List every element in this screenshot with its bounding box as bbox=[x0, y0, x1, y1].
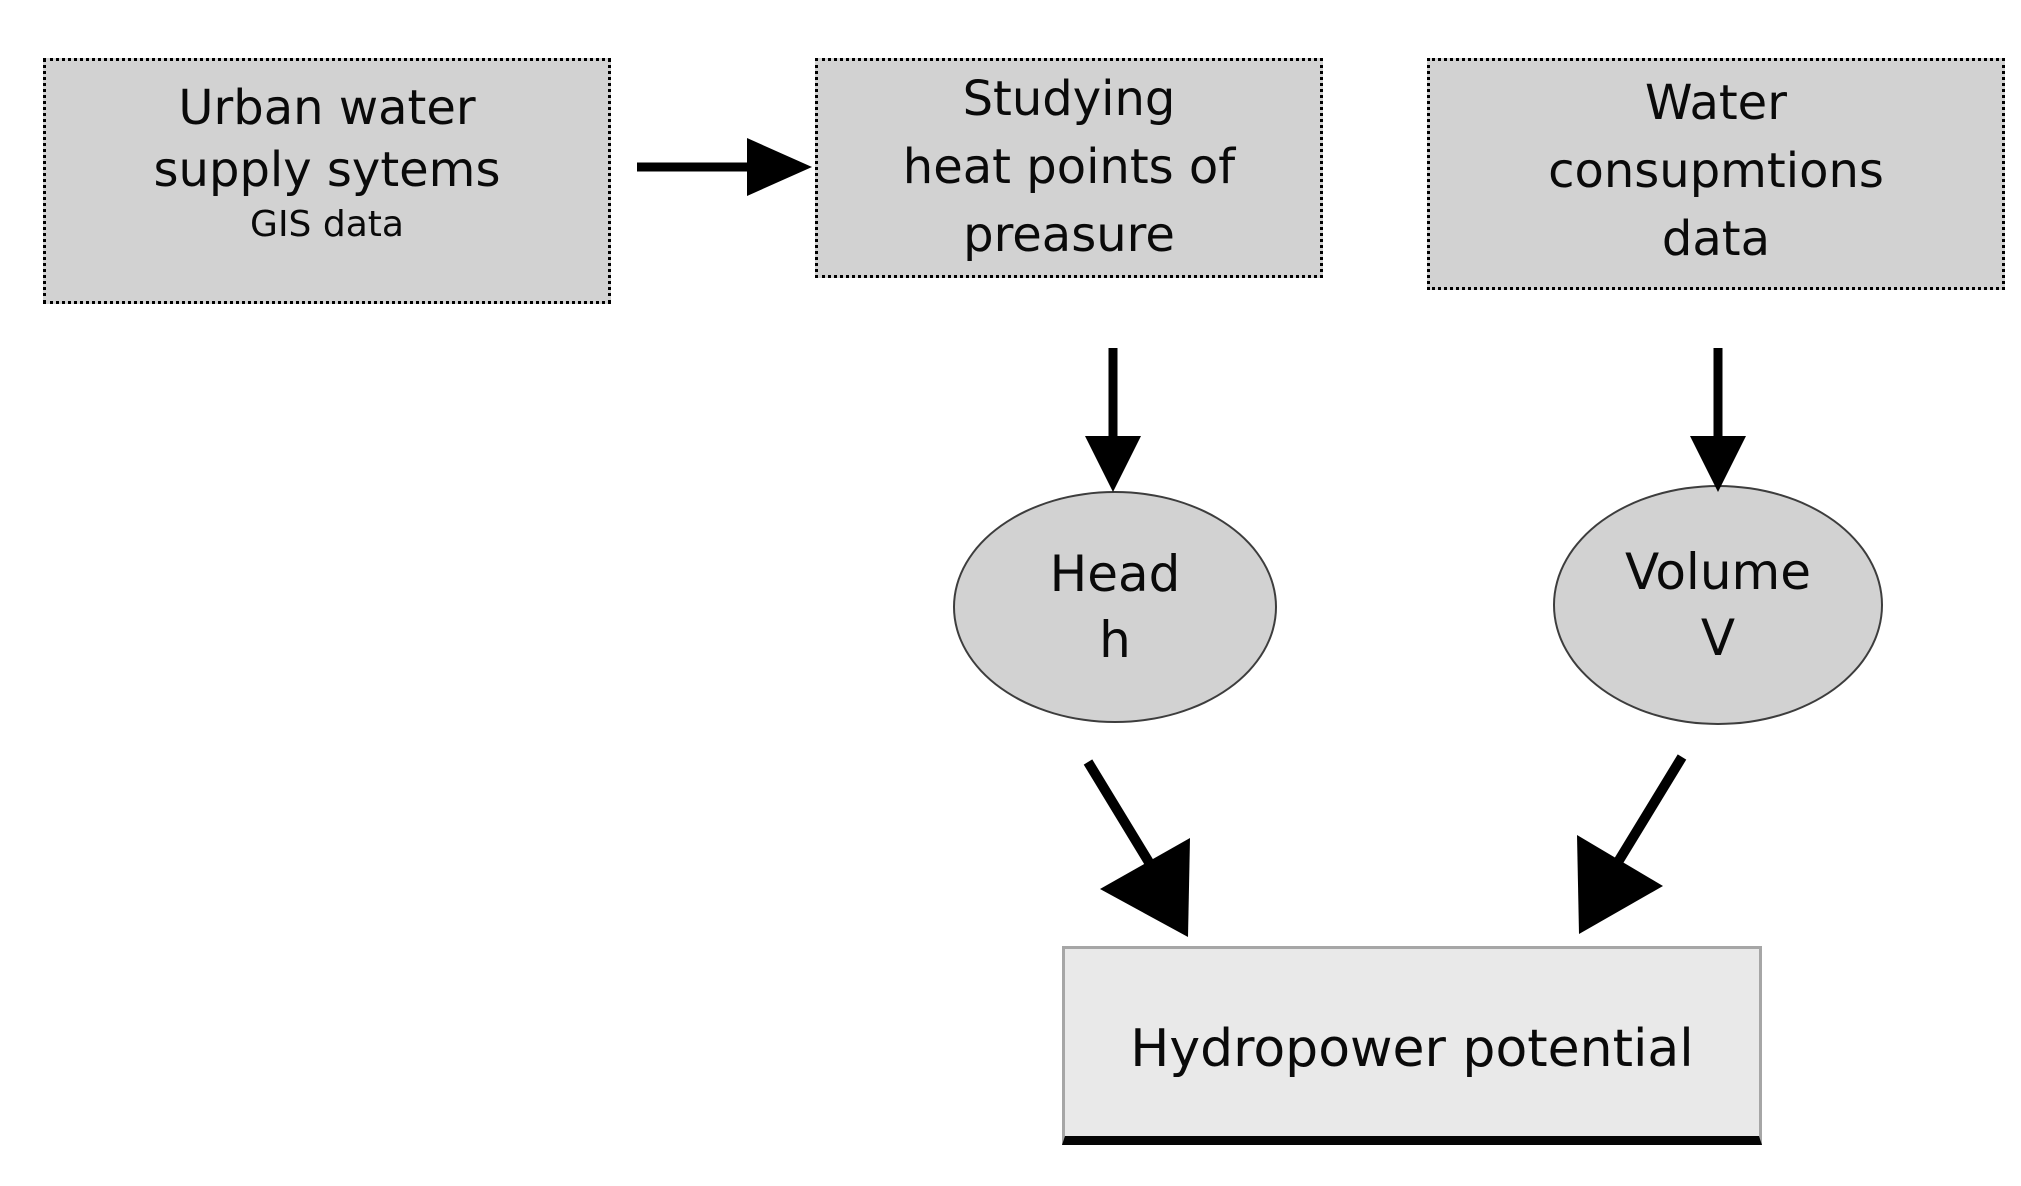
arrow-water-to-volume-icon bbox=[1690, 348, 1746, 492]
node-hydropower-potential: Hydropower potential bbox=[1062, 946, 1762, 1145]
node-urban-water-supply-label: Urban water supply sytems bbox=[153, 80, 501, 199]
node-urban-water-supply-sublabel: GIS data bbox=[250, 203, 404, 245]
node-urban-water-supply: Urban water supply sytems GIS data bbox=[43, 58, 611, 304]
arrow-head bbox=[1085, 436, 1141, 492]
arrow-shaft bbox=[1083, 759, 1155, 867]
node-studying-heat-points-label: Studying heat points of preasure bbox=[902, 71, 1236, 264]
arrow-head bbox=[747, 138, 812, 196]
arrow-shaft bbox=[1613, 754, 1687, 865]
arrow-studying-to-head-icon bbox=[1085, 348, 1141, 492]
node-water-consumptions-data-label: Water consupmtions data bbox=[1548, 75, 1884, 268]
node-water-consumptions-data: Water consupmtions data bbox=[1427, 58, 2005, 290]
node-hydropower-potential-label: Hydropower potential bbox=[1130, 1019, 1694, 1080]
arrow-head bbox=[1577, 835, 1663, 934]
arrow-volume-to-output-icon bbox=[1577, 754, 1687, 934]
node-head-ellipse: Head h bbox=[953, 491, 1277, 723]
arrow-urban-to-studying-icon bbox=[637, 138, 812, 196]
arrow-head bbox=[1100, 838, 1190, 937]
arrow-head-to-output-icon bbox=[1083, 759, 1190, 937]
node-studying-heat-points: Studying heat points of preasure bbox=[815, 58, 1323, 278]
node-head-ellipse-label: Head h bbox=[1049, 545, 1181, 669]
node-volume-ellipse-label: Volume V bbox=[1625, 543, 1811, 667]
node-volume-ellipse: Volume V bbox=[1553, 485, 1883, 725]
arrow-head bbox=[1690, 436, 1746, 492]
